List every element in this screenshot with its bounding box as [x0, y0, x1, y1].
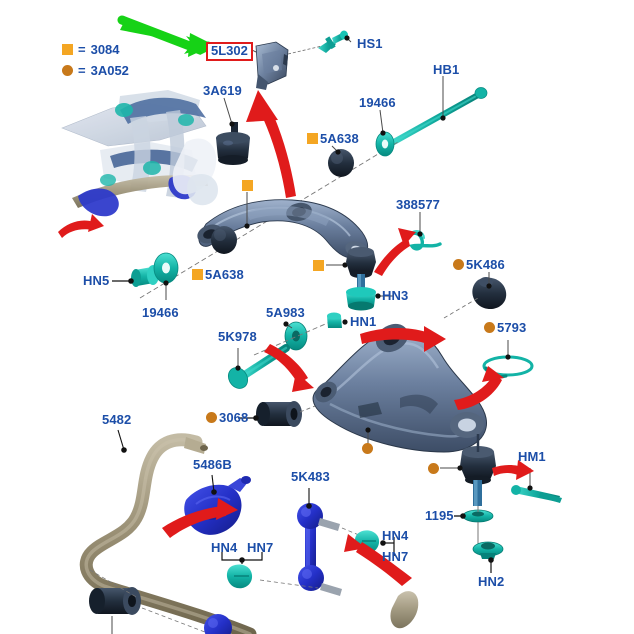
callout-arrows-red	[58, 90, 534, 586]
label-5k486: 5K486	[466, 257, 505, 272]
marker-dot-5k486	[453, 259, 464, 270]
part-bar-bushing-bottom	[89, 587, 141, 615]
label-3068: 3068	[219, 410, 249, 425]
label-hn7-left: HN7	[247, 540, 274, 555]
legend-equals-sign-2: =	[78, 63, 86, 78]
marker-square-upper-arm	[242, 180, 253, 191]
part-hs1-bolt	[318, 30, 348, 53]
part-19466-washer-upper	[375, 131, 395, 157]
marker-dot-lca	[362, 443, 373, 454]
part-upper-ball-joint	[346, 247, 376, 296]
label-hm1: HM1	[518, 449, 546, 464]
label-1195: 1195	[425, 508, 454, 523]
label-hb1: HB1	[433, 62, 460, 77]
label-hn5: HN5	[83, 273, 110, 288]
label-5793: 5793	[497, 320, 527, 335]
marker-dot-5793	[484, 322, 495, 333]
part-5a638-bushing-upper	[328, 149, 354, 177]
label-hn1: HN1	[350, 314, 377, 329]
part-hn2-nut	[472, 541, 504, 559]
part-hn1-nut	[327, 312, 342, 328]
label-3a619: 3A619	[203, 83, 242, 98]
part-lower-control-arm	[312, 323, 487, 453]
part-lower-ball-joint	[460, 434, 496, 506]
part-5a638-bushing-lower	[211, 226, 237, 254]
label-5a983: 5A983	[266, 305, 305, 320]
legend-dot-marker	[62, 65, 73, 76]
marker-square-5a638-upper	[307, 133, 318, 144]
label-5k483: 5K483	[291, 469, 330, 484]
part-3068-bushing	[256, 401, 302, 427]
part-3a619-bushing	[216, 122, 250, 165]
legend-code-3a052: 3A052	[90, 63, 129, 78]
part-bottom-blue-fragment	[204, 614, 232, 634]
legend-item-3084: = 3084	[62, 42, 120, 57]
part-hn3-nut	[346, 287, 376, 311]
part-bottom-link-fragment	[390, 591, 419, 629]
label-5482: 5482	[102, 412, 132, 427]
legend-item-3a052: = 3A052	[62, 63, 129, 78]
part-hm1-cotter-pin	[511, 485, 562, 503]
label-388577: 388577	[396, 197, 440, 212]
label-hn2: HN2	[478, 574, 505, 589]
label-5a638-upper: 5A638	[320, 131, 359, 146]
part-hn4-hn7-nut-left	[226, 564, 253, 589]
part-19466-washer-lower	[153, 252, 179, 284]
label-hs1: HS1	[357, 36, 383, 51]
highlight-part-code-5l302[interactable]: 5L302	[206, 42, 253, 61]
part-hb1-long-bolt	[389, 87, 488, 146]
label-5a638-lower: 5A638	[205, 267, 244, 282]
suspension-overview-ghost	[61, 90, 218, 217]
marker-dot-3068	[206, 412, 217, 423]
legend-square-marker	[62, 44, 73, 55]
label-hn7-right: HN7	[382, 549, 409, 564]
legend-equals-sign: =	[78, 42, 86, 57]
part-5l302-bracket	[255, 41, 289, 90]
label-5k978: 5K978	[218, 329, 257, 344]
label-hn4-right: HN4	[382, 528, 409, 543]
label-5486b: 5486B	[193, 457, 232, 472]
label-19466-lower: 19466	[142, 305, 179, 320]
label-19466-upper: 19466	[359, 95, 396, 110]
marker-dot-lbj	[428, 463, 439, 474]
part-5a983-bushing	[284, 321, 308, 351]
part-5k483-stabilizer-link	[297, 503, 342, 596]
label-hn4-left: HN4	[211, 540, 238, 555]
legend-code-3084: 3084	[90, 42, 120, 57]
marker-square-5a638-lower	[192, 269, 203, 280]
label-hn3: HN3	[382, 288, 409, 303]
marker-square-ball-joint	[313, 260, 324, 271]
green-pointer-arrow	[117, 15, 214, 57]
part-5482-stabilizer-bar	[79, 433, 257, 634]
